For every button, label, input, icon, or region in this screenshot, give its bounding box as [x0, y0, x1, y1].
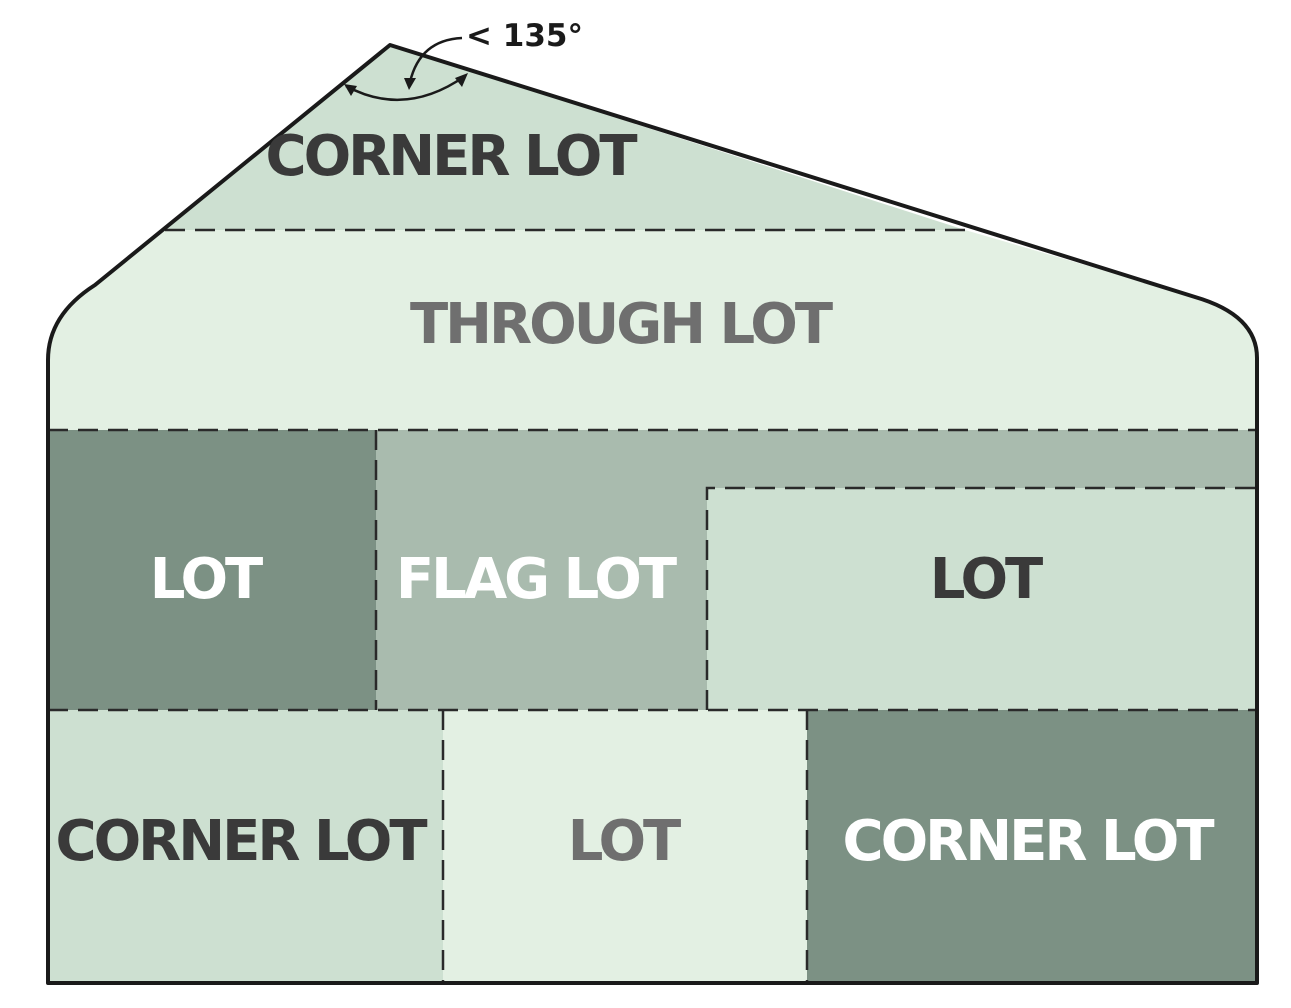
bottom-left-corner-lot-region [48, 710, 443, 983]
label-bottom-left-corner-lot: CORNER LOT [55, 809, 427, 874]
label-top-corner-lot: CORNER LOT [265, 124, 637, 189]
label-flag-lot: FLAG LOT [396, 547, 677, 612]
angle-arrowhead-left-icon [344, 84, 357, 96]
top-corner-lot-region [165, 45, 965, 230]
label-middle-left-lot: LOT [150, 547, 263, 612]
label-bottom-middle-lot: LOT [568, 809, 681, 874]
angle-pointer-arrowhead-icon [404, 78, 416, 90]
angle-arc [345, 74, 466, 102]
divider-flag-lot-right [705, 486, 1257, 710]
bottom-middle-lot-region [443, 710, 807, 983]
angle-pointer [408, 36, 463, 83]
label-bottom-right-corner-lot: CORNER LOT [842, 809, 1214, 874]
block-outline [46, 43, 1259, 985]
bottom-right-corner-lot-region [807, 710, 1257, 983]
through-lot-region [48, 230, 1257, 430]
label-through-lot: THROUGH LOT [410, 292, 833, 357]
angle-label: < 135° [466, 18, 583, 54]
label-middle-right-lot: LOT [930, 547, 1043, 612]
angle-arrowhead-right-icon [455, 73, 468, 87]
middle-left-lot-region [48, 430, 376, 710]
middle-right-lot-region [707, 488, 1257, 710]
